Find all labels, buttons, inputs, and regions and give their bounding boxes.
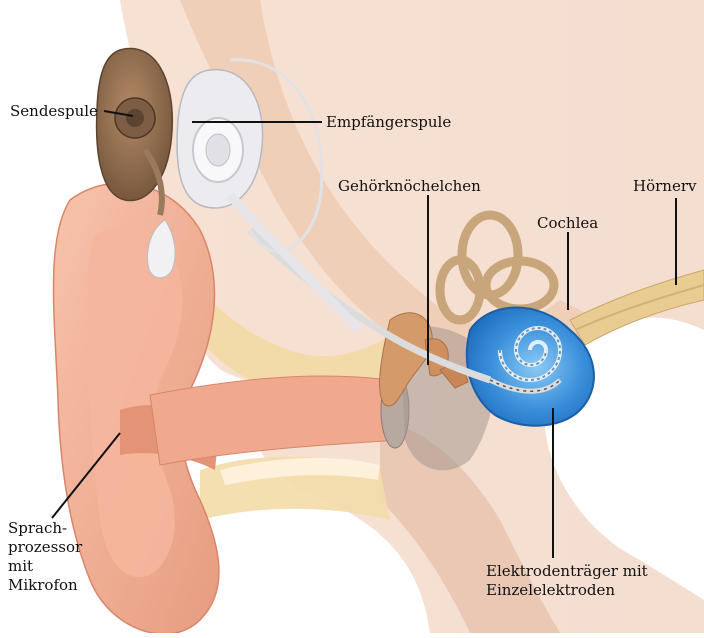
label-sprachprozessor: Sprach- prozessor mit Mikrofon	[8, 519, 82, 595]
label-empfaengerspule: Empfängerspule	[326, 113, 451, 132]
label-sendespule: Sendespule	[10, 102, 98, 121]
label-elektrodentraeger: Elektrodenträger mit Einzelelektroden	[486, 562, 648, 600]
label-gehoerknoechelchen: Gehörknöchelchen	[338, 177, 481, 196]
label-cochlea: Cochlea	[537, 214, 598, 233]
label-hoernerv: Hörnerv	[633, 177, 696, 196]
